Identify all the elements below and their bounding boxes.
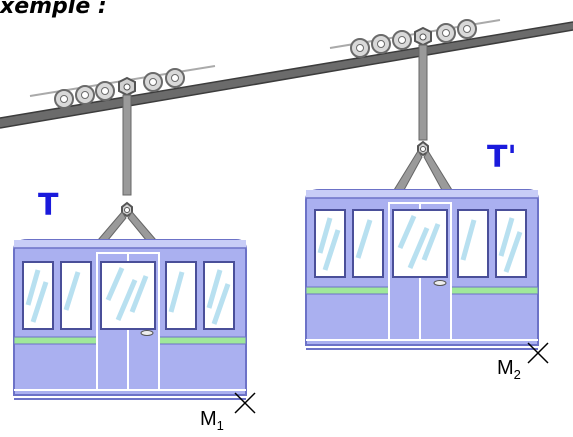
trolley-right (329, 19, 501, 58)
label-t-prime: T' (487, 140, 517, 175)
trolley-left (29, 65, 216, 109)
point-m2-cross (527, 342, 549, 364)
wheel (95, 81, 115, 101)
hinge-nut (414, 26, 432, 47)
cable (0, 21, 573, 129)
hinge-nut (118, 76, 136, 97)
label-m2-letter: M (497, 357, 514, 379)
example-heading: xemple : (0, 0, 107, 19)
wheel (165, 68, 185, 88)
cabin-t (13, 239, 247, 400)
label-m1-index: 1 (216, 418, 224, 433)
label-m1: M1 (200, 408, 224, 433)
wheel (371, 34, 391, 54)
wheel (143, 72, 163, 92)
point-m1-cross (234, 392, 256, 414)
wheel (54, 89, 74, 109)
cabin-t-prime (305, 189, 539, 350)
wheel (457, 19, 477, 39)
wheel (350, 38, 370, 58)
label-m2: M2 (497, 357, 521, 382)
label-t: T (38, 188, 59, 223)
label-m1-letter: M (200, 408, 217, 430)
hanger-left (96, 94, 158, 241)
hanger-right (393, 44, 453, 191)
wheel (392, 30, 412, 50)
wheel (75, 85, 95, 105)
wheel (436, 23, 456, 43)
label-m2-index: 2 (513, 367, 521, 382)
